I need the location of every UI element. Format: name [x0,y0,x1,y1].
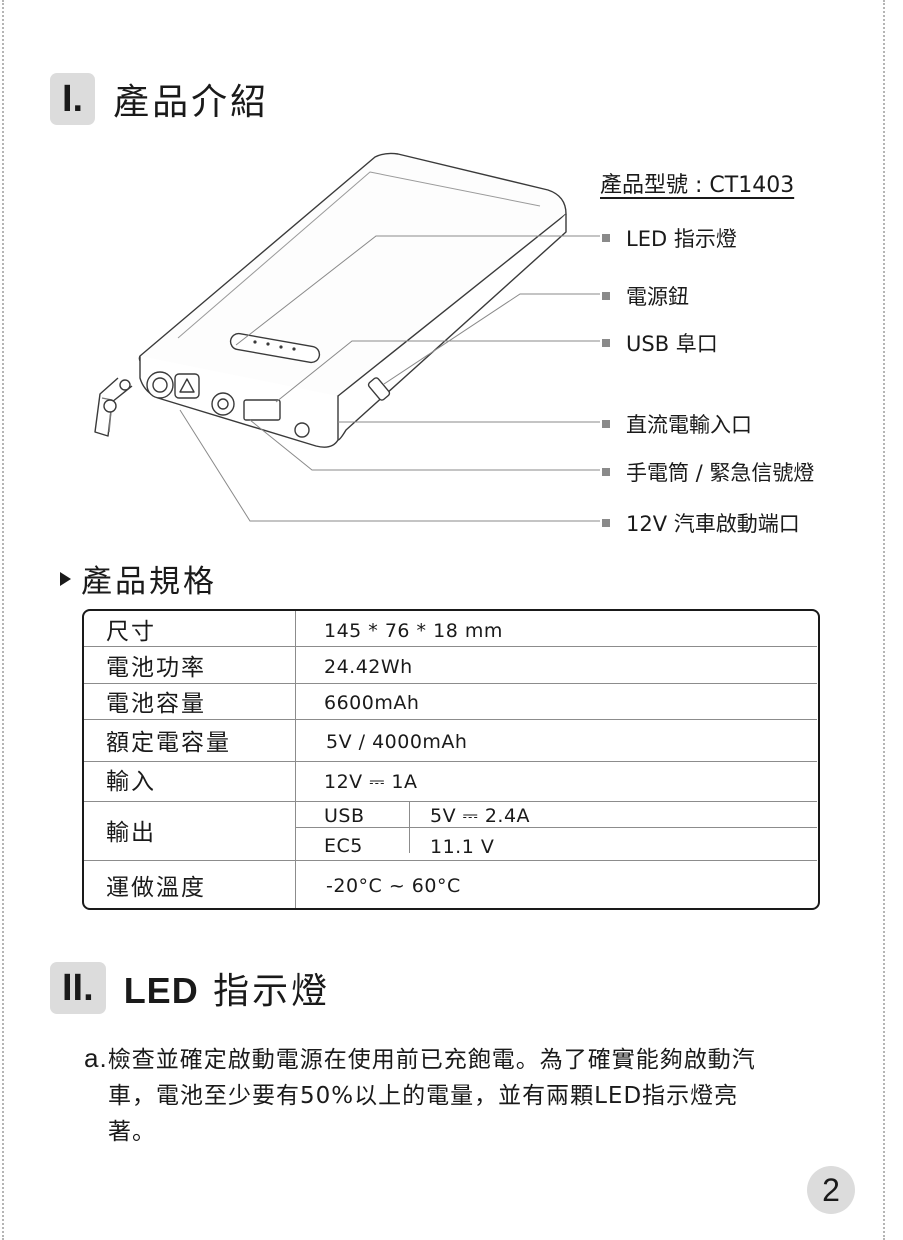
spec-temp-value: -20°C ~ 60°C [326,875,461,897]
port-12v-round [146,371,174,399]
device-right-face [337,214,567,441]
section-1-title: 產品介紹 [113,82,270,123]
leader-flashlight [249,419,600,471]
section-1-heading: I. 產品介紹 [50,73,269,125]
left-dotted-border [2,0,4,1240]
spec-output-ec5-value: 11.1 V [430,836,495,858]
spec-capacity-value: 6600mAh [324,692,420,714]
leader-led [235,235,600,346]
spec-capacity-label: 電池容量 [106,691,206,717]
port-12v-square [174,373,200,399]
leader-power [383,293,600,385]
callout-led: LED 指示燈 [602,223,737,253]
spec-output-label: 輸出 [106,820,156,846]
bullet-square-icon [602,420,610,428]
callout-power-button: 電源鈕 [602,281,689,311]
model-number: 產品型號 : CT1403 [600,173,795,198]
bullet-square-icon [602,519,610,527]
page-number: 2 [807,1166,855,1214]
spec-size-label: 尺寸 [106,619,156,645]
list-marker: a. [84,1043,108,1073]
bullet-square-icon [602,234,610,242]
paragraph-line-2: 車，電池至少要有50%以上的電量，並有兩顆LED指示燈亮 [108,1083,739,1109]
section-1-number: I. [50,73,96,125]
instruction-paragraph: a.檢查並確定啟動電源在使用前已充飽電。為了確實能夠啟動汽 車，電池至少要有50… [84,1040,844,1150]
side-power-button [367,377,391,401]
port-usb [243,399,281,421]
spec-output-usb-label: USB [324,805,365,827]
bullet-square-icon [602,292,610,300]
callout-usb-port: USB 阜口 [602,328,718,358]
spec-output-ec5-label: EC5 [324,835,363,857]
section-2-number: II. [50,962,106,1014]
spec-output-usb-value: 5V ⎓ 2.4A [430,805,531,827]
port-dc-input [211,392,235,416]
flashlight [294,422,310,438]
spec-input-value: 12V ⎓ 1A [324,771,418,793]
triangle-bullet-icon [60,571,71,586]
spec-input-label: 輸入 [106,769,156,795]
section-2-heading: II. LED 指示燈 [50,962,330,1014]
device-top-inner [177,171,541,339]
paragraph-line-3: 著。 [108,1119,156,1145]
right-dotted-border [883,0,885,1240]
callout-flashlight: 手電筒 / 緊急信號燈 [602,457,814,487]
spec-table: 尺寸 145 * 76 * 18 mm 電池功率 24.42Wh 電池容量 66… [82,609,820,910]
spec-temp-label: 運做溫度 [106,875,206,901]
section-2-title: LED 指示燈 [123,970,331,1012]
spec-rated-label: 額定電容量 [106,730,231,756]
spec-rated-value: 5V / 4000mAh [326,731,468,753]
spec-power-label: 電池功率 [106,655,206,681]
bullet-square-icon [602,339,610,347]
bullet-square-icon [602,468,610,476]
spec-power-value: 24.42Wh [324,656,413,678]
leader-usb [275,340,600,403]
port-flap [94,377,133,437]
led-strip [229,332,321,364]
callout-dc-input: 直流電輸入口 [602,409,752,439]
spec-heading: 產品規格 [60,556,217,601]
leader-12v [179,409,600,522]
callout-12v-port: 12V 汽車啟動端口 [602,508,800,538]
spec-size-value: 145 * 76 * 18 mm [324,620,503,642]
paragraph-line-1: 檢查並確定啟動電源在使用前已充飽電。為了確實能夠啟動汽 [107,1047,756,1073]
power-bank-illustration [94,152,600,522]
